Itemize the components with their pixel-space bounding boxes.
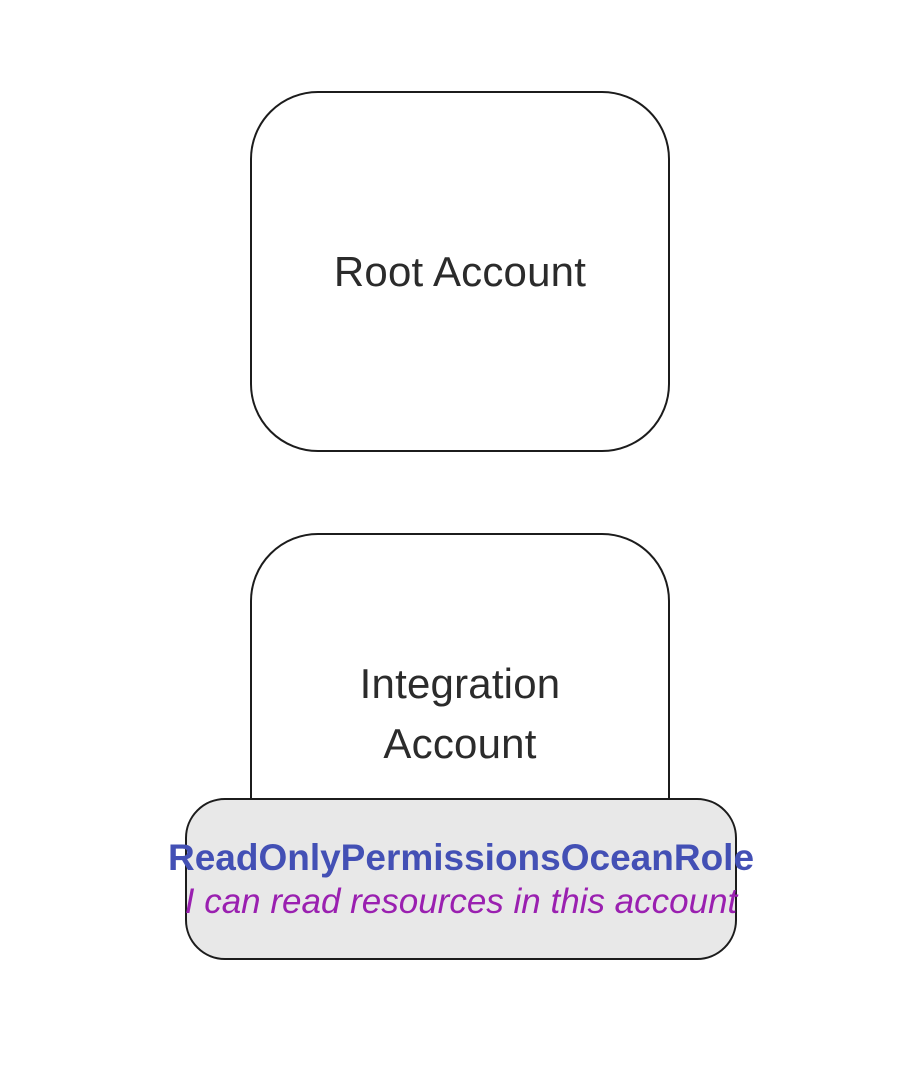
role-badge: ReadOnlyPermissionsOceanRole I can read … [168,798,754,960]
role-badge-title: ReadOnlyPermissionsOceanRole [167,837,755,878]
root-account-node: Root Account [250,91,670,452]
integration-account-label: Integration Account [359,659,561,767]
role-badge-subtitle: I can read resources in this account [184,882,738,921]
root-account-label: Root Account [333,247,587,295]
